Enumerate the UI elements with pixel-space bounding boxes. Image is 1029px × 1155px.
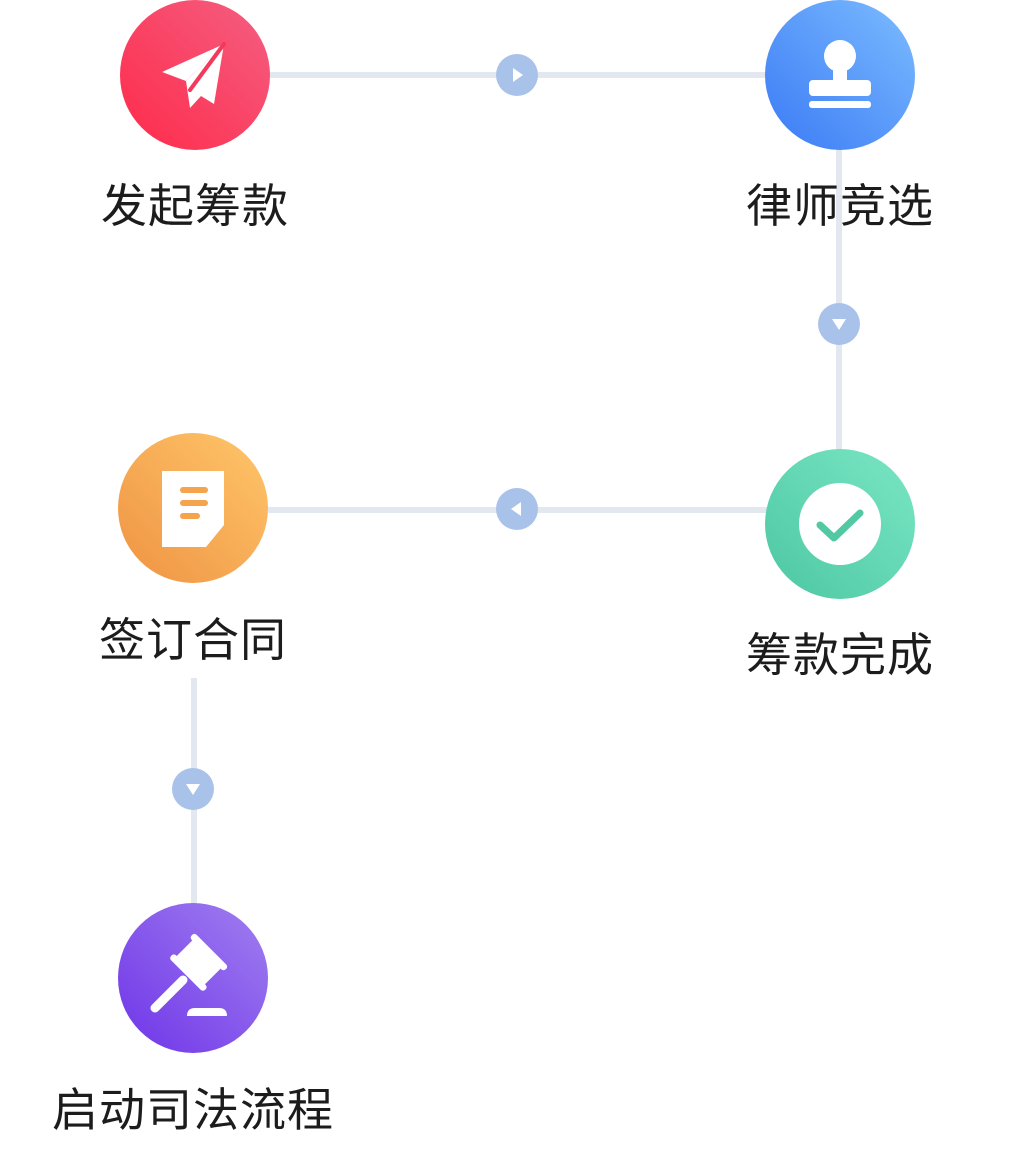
step-lawyer-node[interactable] xyxy=(765,0,915,150)
arrow-down-icon xyxy=(818,303,860,345)
stamp-icon xyxy=(809,40,871,108)
check-circle-icon xyxy=(799,483,881,565)
paper-plane-icon xyxy=(162,42,226,108)
arrow-right-icon xyxy=(496,54,538,96)
step-complete-label: 筹款完成 xyxy=(746,628,934,682)
step-lawyer-label: 律师竞选 xyxy=(746,179,934,233)
arrow-left-icon xyxy=(496,488,538,530)
connector-lawyer-to-complete xyxy=(836,148,842,452)
gavel-icon xyxy=(150,933,228,1016)
step-contract-node[interactable] xyxy=(118,433,268,583)
arrow-down-icon xyxy=(172,768,214,810)
step-judicial-label: 启动司法流程 xyxy=(52,1083,334,1137)
document-icon xyxy=(162,471,224,547)
step-start-label: 发起筹款 xyxy=(101,179,289,233)
step-complete-node[interactable] xyxy=(765,449,915,599)
step-contract-label: 签订合同 xyxy=(99,613,287,667)
step-start-node[interactable] xyxy=(120,0,270,150)
step-judicial-node[interactable] xyxy=(118,903,268,1053)
